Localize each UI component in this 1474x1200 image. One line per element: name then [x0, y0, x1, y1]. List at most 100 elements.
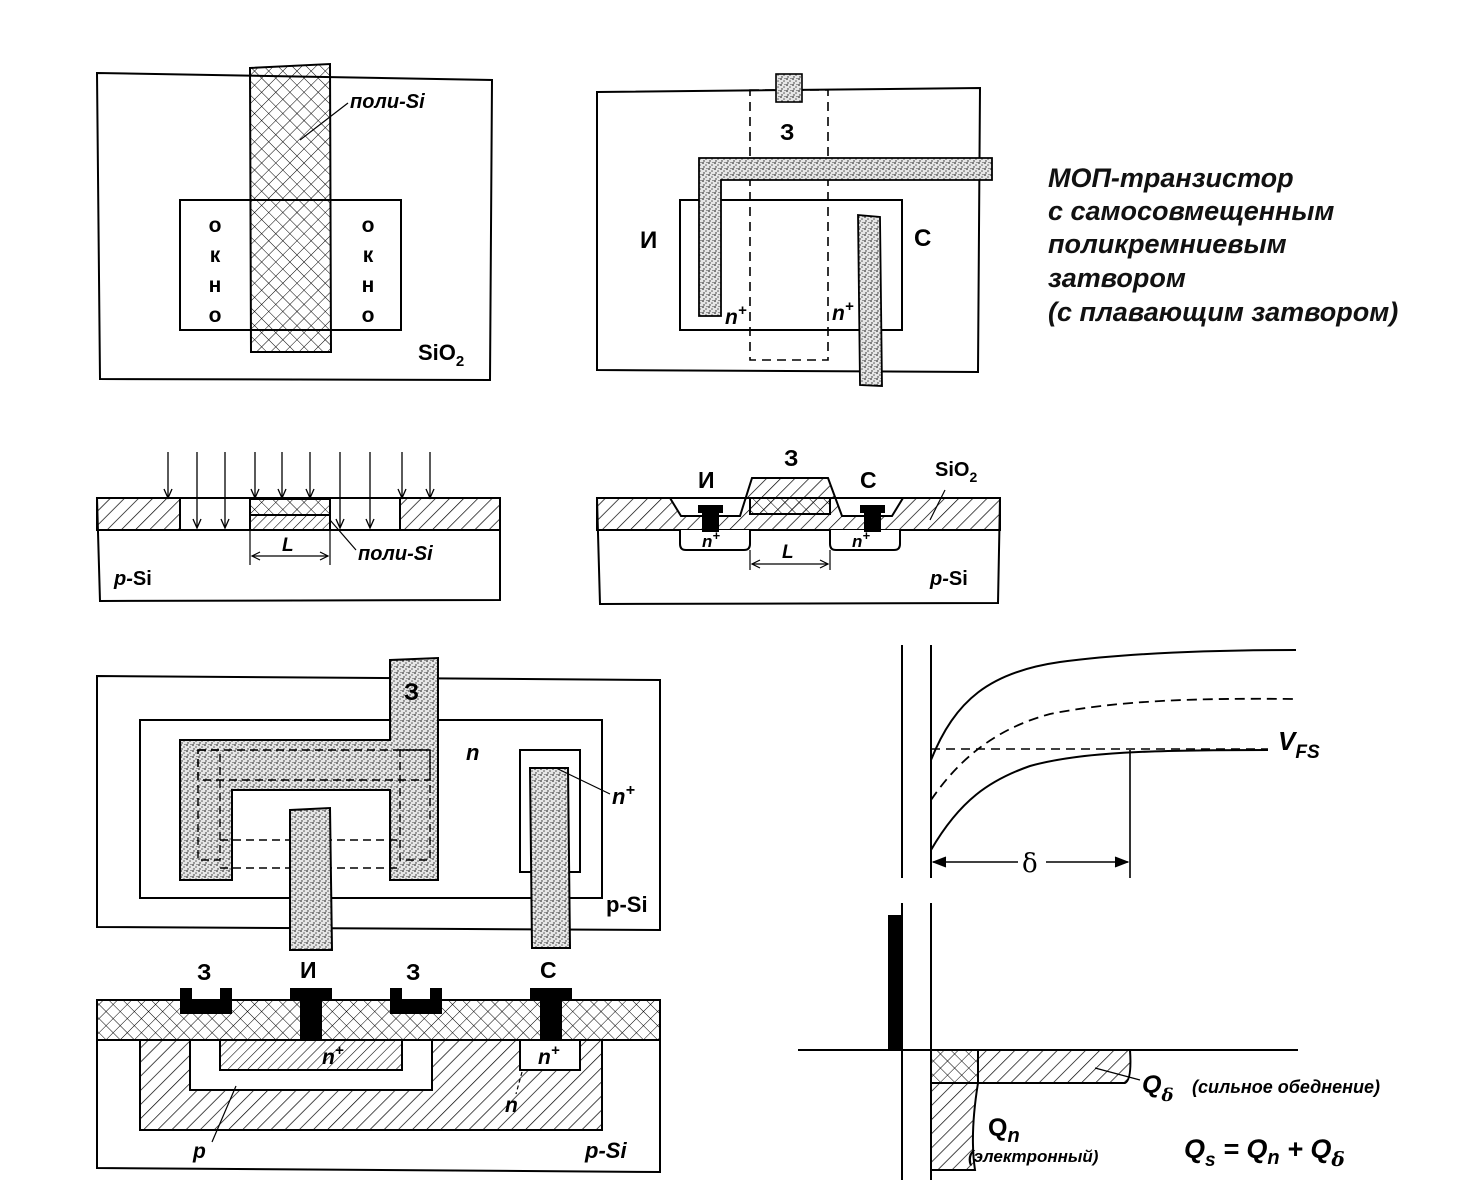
poly-gate-block — [249, 498, 331, 516]
svg-text:н: н — [362, 274, 375, 297]
n-region-label: n — [505, 1094, 518, 1117]
delta-arrowhead-left — [931, 856, 947, 868]
svg-text:н: н — [209, 274, 222, 297]
source-contact — [300, 998, 322, 1040]
gate-label: З — [784, 445, 798, 471]
length-label: L — [782, 542, 794, 563]
poly-label: поли-Si — [350, 91, 425, 113]
window-left-letters: о к н о — [209, 214, 222, 327]
length-arrow-left — [250, 551, 261, 561]
poly-gate-block — [749, 497, 831, 515]
bottom-left-plan: З n n+ p-Si — [96, 656, 661, 951]
potential-curve-high — [930, 649, 1297, 761]
potential-graph: δ VFS — [901, 645, 1320, 879]
qn-note: (электронный) — [968, 1147, 1099, 1166]
drain-metal-line — [857, 214, 883, 387]
mid-left-section: L поли-Si p-Si — [95, 452, 501, 603]
drain-contact-cap — [530, 988, 572, 1000]
nplus-drain-label: n+ — [538, 1042, 560, 1069]
drain-contact-cap — [860, 505, 885, 513]
source-contact-cap — [698, 505, 723, 513]
substrate-label: p-Si — [606, 892, 648, 917]
charge-formula: Qs = Qn + Qδ — [1184, 1134, 1345, 1171]
svg-text:о: о — [362, 214, 375, 237]
gate-contact-left — [180, 988, 232, 1014]
qdelta-note: (сильное обеднение) — [1192, 1077, 1380, 1097]
n-leader — [515, 1071, 523, 1095]
oxide-leader — [929, 489, 946, 521]
gate-contact-right — [390, 988, 442, 1014]
overlap-charge-region — [930, 1049, 979, 1084]
gate-dashed-right — [399, 749, 431, 861]
oxide-right — [399, 497, 501, 531]
drain-label: С — [914, 225, 931, 252]
poly-leader — [299, 102, 349, 141]
gate-label: З — [404, 679, 419, 706]
nplus-right-label: n+ — [832, 298, 854, 325]
oxide-left — [96, 497, 181, 531]
nplus-drain-well — [829, 530, 901, 551]
caption-line-5: (с плавающим затвором) — [1048, 297, 1398, 327]
qdelta-label: Qδ — [1142, 1071, 1173, 1106]
poly-leader — [329, 519, 357, 551]
length-label: L — [282, 535, 294, 556]
gate2-label: З — [406, 959, 420, 985]
drain-label: С — [860, 467, 877, 493]
window-right-letters: о к н о — [362, 214, 375, 327]
top-left-plan: поли-Si SiO2 о к н о о к н о — [95, 62, 494, 382]
oxide-label: SiO2 — [935, 459, 977, 485]
top-right-plan: З И С n+ n+ — [596, 73, 993, 387]
electron-charge-region — [930, 1082, 980, 1171]
nplus-source-region — [219, 1039, 403, 1071]
drain-metal-strip — [528, 767, 572, 949]
qn-label: Qn — [988, 1114, 1020, 1147]
gate-charge-bar — [888, 915, 901, 1050]
nplus-drain-region — [519, 1039, 581, 1071]
gate-label: З — [780, 119, 794, 145]
caption-line-3: поликремниевым — [1048, 229, 1287, 259]
depletion-charge-region — [977, 1049, 1132, 1084]
drain-contact — [864, 507, 881, 532]
nplus-source-well — [679, 530, 751, 551]
svg-text:к: к — [363, 244, 374, 267]
caption-block: МОП-транзистор с самосовмещенным поликре… — [1048, 163, 1398, 327]
source-contact-cap — [290, 988, 332, 1000]
p-leader — [211, 1085, 237, 1143]
source-label: И — [640, 227, 657, 254]
svg-text:о: о — [209, 304, 222, 327]
potential-curve-low — [930, 749, 1269, 851]
oxide-label: SiO2 — [418, 340, 464, 370]
nplus-source-label: n+ — [702, 528, 720, 551]
drain-label: С — [540, 957, 557, 983]
mid-right-section: И З С SiO2 n+ n+ L p-Si — [595, 445, 1002, 606]
gate-metal-strip — [179, 656, 439, 881]
thin-oxide — [249, 514, 331, 531]
svg-text:о: о — [362, 304, 375, 327]
caption-line-4: затвором — [1048, 263, 1186, 293]
substrate-label: p-Si — [584, 1138, 627, 1163]
source-label: И — [300, 957, 317, 983]
bottom-left-section: З И З С n+ n+ n p p-Si — [96, 957, 661, 1174]
delta-label: δ — [1022, 849, 1038, 879]
substrate-label: p-Si — [113, 568, 152, 590]
length-arrow-left — [750, 559, 761, 569]
poly-label: поли-Si — [358, 543, 433, 565]
svg-text:о: о — [209, 214, 222, 237]
delta-arrowhead-right — [1114, 856, 1130, 868]
nplus-leader — [555, 767, 611, 795]
nplus-left-label: n+ — [725, 302, 747, 329]
caption-line-2: с самосовмещенным — [1048, 196, 1334, 226]
source-metal-line — [698, 157, 993, 317]
qdelta-leader — [1094, 1067, 1141, 1081]
gate-dashed-left — [197, 749, 221, 861]
nplus-drain-label: n+ — [852, 528, 870, 551]
length-arrow-right — [819, 559, 830, 569]
svg-text:к: к — [210, 244, 221, 267]
implant-arrows — [163, 452, 435, 530]
charge-graph: Qδ (сильное обеднение) Qn (электронный) … — [798, 903, 1380, 1180]
drain-contact — [540, 998, 562, 1040]
source-metal-strip — [289, 806, 334, 951]
p-region-label: p — [192, 1140, 206, 1163]
